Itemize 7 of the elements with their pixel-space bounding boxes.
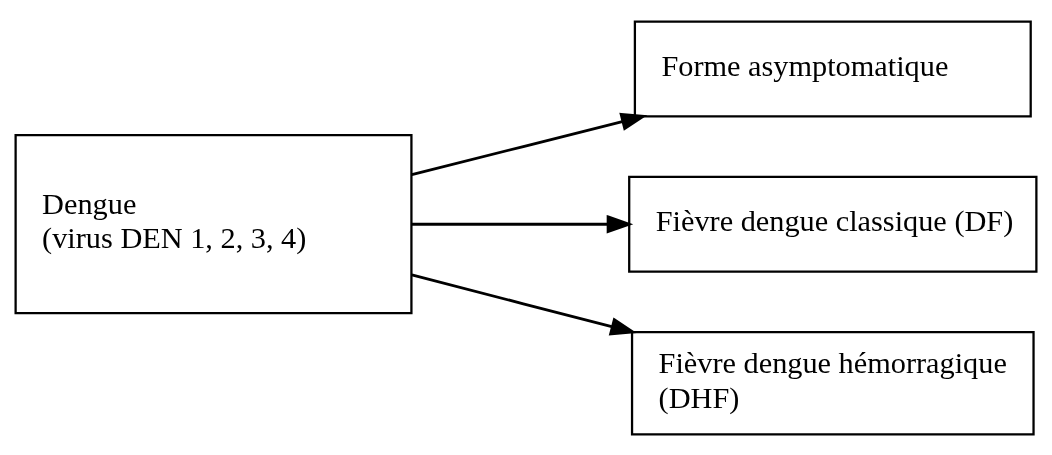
node-box: Dengue (virus DEN 1, 2, 3, 4) (14, 133, 413, 314)
arrow (411, 273, 637, 335)
node-box: Forme asymptomatique (633, 19, 1032, 117)
arrow (411, 112, 648, 176)
node-box: Fièvre dengue classique (DF) (628, 175, 1038, 273)
arrow (411, 214, 634, 233)
node-box: Fièvre dengue hémorragique (DHF) (630, 330, 1035, 436)
